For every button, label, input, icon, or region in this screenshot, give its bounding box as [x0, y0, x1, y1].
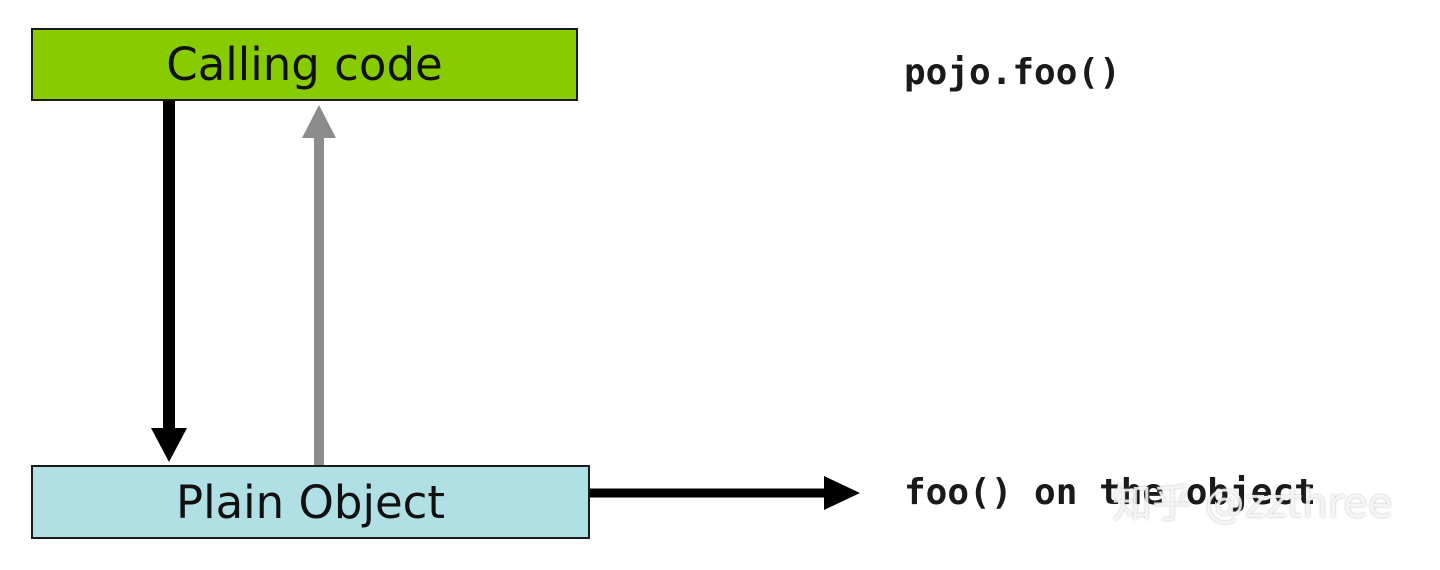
plain-object-label: Plain Object	[175, 475, 446, 529]
watermark: 知乎 @zzthree	[1112, 481, 1393, 527]
call-arrow	[151, 101, 187, 462]
plain-object-box: Plain Object	[31, 465, 590, 539]
call-expression-label: pojo.foo()	[904, 52, 1121, 93]
method-on-object-label: foo() on the object	[904, 472, 1316, 513]
calling-code-box: Calling code	[31, 28, 578, 101]
method-arrow	[590, 476, 860, 510]
return-arrow	[302, 105, 336, 465]
calling-code-label: Calling code	[166, 38, 443, 91]
